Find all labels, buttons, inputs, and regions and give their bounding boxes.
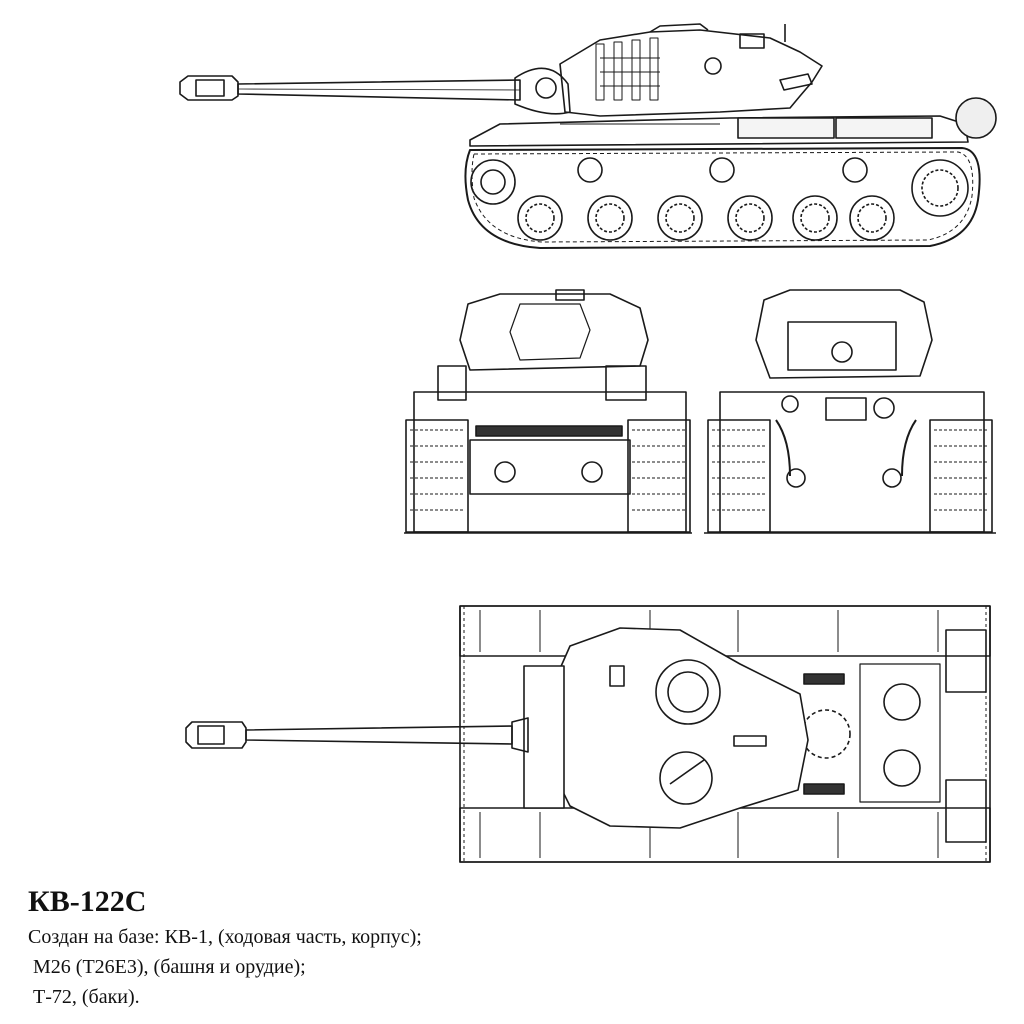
top-turret: [547, 627, 809, 829]
top-fuel-tank: [945, 629, 987, 693]
side-idler-wheel: [470, 159, 516, 205]
caption-line-turret: М26 (Т26Е3), (башня и орудие);: [28, 956, 306, 978]
top-gun-barrel: [185, 717, 529, 753]
front-hull: [413, 391, 687, 533]
side-drive-sprocket: [911, 159, 969, 217]
rear-left-track: [707, 419, 771, 533]
side-mantlet: [514, 67, 571, 115]
caption-block: КВ-122С Создан на базе: КВ-1, (ходовая ч…: [28, 884, 728, 1012]
rear-right-track: [929, 419, 993, 533]
side-return-roller: [709, 157, 735, 183]
side-return-roller: [842, 157, 868, 183]
rear-turret: [755, 289, 933, 379]
caption-line-base: Создан на базе: КВ-1, (ходовая часть, ко…: [28, 926, 422, 948]
rear-view: [704, 289, 996, 534]
side-view: [179, 23, 997, 249]
side-return-roller: [577, 157, 603, 183]
side-road-wheels: [517, 195, 895, 241]
front-turret: [459, 293, 649, 371]
top-commander-cupola: [655, 659, 721, 725]
front-view: [404, 289, 692, 534]
caption-line-tanks: Т-72, (баки).: [28, 986, 140, 1008]
top-loader-hatch: [659, 751, 713, 805]
side-hull: [469, 97, 997, 147]
front-left-track: [405, 419, 469, 533]
tank-blueprint-drawing: [179, 23, 997, 863]
side-gun-barrel: [179, 75, 521, 101]
side-track: [464, 147, 981, 249]
front-right-track: [627, 419, 691, 533]
top-fuel-tank: [945, 779, 987, 843]
top-view: [185, 605, 991, 863]
vehicle-title: КВ-122С: [28, 885, 147, 918]
side-turret: [559, 23, 823, 117]
